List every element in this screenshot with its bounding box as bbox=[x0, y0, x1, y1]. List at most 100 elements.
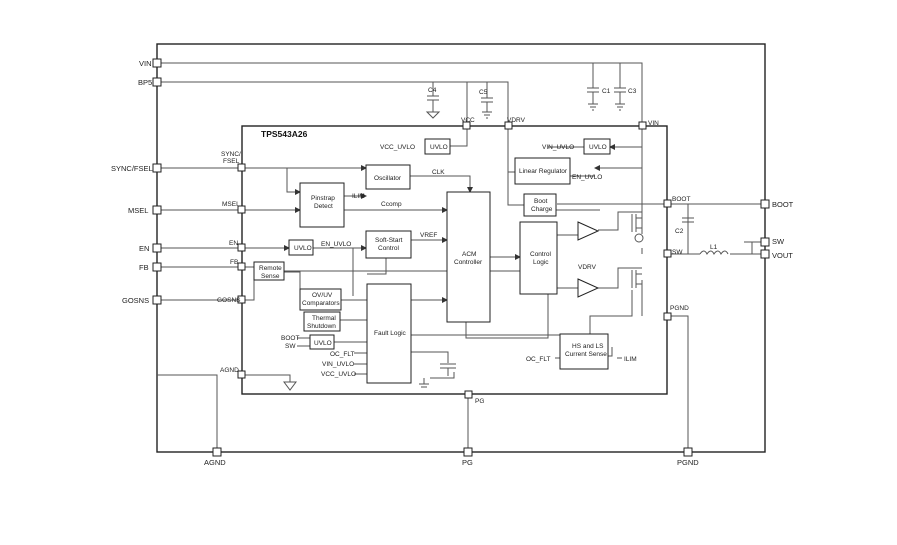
soft-start-label-1: Soft-Start bbox=[375, 237, 403, 244]
vdrv-signal: VDRV bbox=[578, 264, 597, 271]
c5-label: C5 bbox=[479, 89, 488, 96]
wires bbox=[157, 62, 765, 452]
control-logic-label-2: Logic bbox=[533, 259, 549, 266]
pin-sw: SW bbox=[772, 237, 785, 246]
soft-start-block bbox=[365, 230, 412, 259]
pinstrap-detect-block bbox=[299, 182, 345, 228]
boot-uvlo-block bbox=[309, 334, 335, 350]
ovuv-block bbox=[299, 288, 342, 311]
vin-uvlo-block bbox=[583, 138, 611, 155]
c1-label: C1 bbox=[602, 88, 611, 95]
pin-en: EN bbox=[139, 244, 149, 253]
pin-bp5: BP5 bbox=[138, 78, 152, 87]
inner-pin-agnd: AGND bbox=[220, 367, 239, 374]
high-side-mosfet bbox=[631, 214, 644, 243]
vin-uvlo-signal: VIN_UVLO bbox=[542, 144, 574, 151]
linear-regulator-label: Linear Regulator bbox=[519, 168, 568, 175]
chip-boundary bbox=[241, 125, 668, 395]
current-sense-label-2: Current Sense bbox=[565, 351, 607, 358]
low-side-mosfet bbox=[631, 270, 642, 288]
thermal-label-1: Thermal bbox=[312, 315, 336, 322]
inner-pin-sync: SYNC/ bbox=[221, 151, 241, 158]
vin-uvlo-block-label: UVLO bbox=[589, 144, 607, 151]
acm-label-2: Controller bbox=[454, 259, 483, 266]
fault-logic-label: Fault Logic bbox=[374, 330, 407, 337]
en-uvlo-block-label: UVLO bbox=[294, 245, 312, 252]
boot-charge-label-1: Boot bbox=[534, 198, 548, 205]
pin-vin: VIN bbox=[139, 59, 152, 68]
clk-signal: CLK bbox=[432, 169, 445, 176]
soft-start-label-2: Control bbox=[378, 245, 400, 252]
thermal-shutdown-block bbox=[303, 311, 341, 332]
linear-regulator-block bbox=[514, 157, 571, 185]
low-side-driver bbox=[577, 278, 600, 298]
acm-label-1: ACM bbox=[462, 251, 476, 258]
l1-label: L1 bbox=[710, 244, 718, 251]
remote-sense-label-1: Remote bbox=[259, 265, 282, 272]
chip-name: TPS543A26 bbox=[261, 129, 308, 139]
inner-pin-vin: VIN bbox=[648, 120, 659, 127]
boot-charge-block bbox=[523, 193, 557, 217]
oc-flt-signal-right: OC_FLT bbox=[526, 356, 550, 363]
passives bbox=[283, 87, 729, 391]
ilim-signal-right: ILIM bbox=[624, 356, 637, 363]
outer-pins bbox=[152, 58, 770, 457]
remote-sense-block bbox=[253, 261, 285, 281]
pin-sync-fsel: SYNC/FSEL bbox=[111, 164, 153, 173]
boot-charge-label-2: Charge bbox=[531, 206, 553, 213]
en-uvlo-signal-right: EN_UVLO bbox=[572, 174, 602, 181]
vref-signal: VREF bbox=[420, 232, 437, 239]
pin-boot: BOOT bbox=[772, 200, 794, 209]
pin-agnd: AGND bbox=[204, 458, 226, 467]
boot-uvlo-block-label: UVLO bbox=[314, 340, 332, 347]
control-logic-label-1: Control bbox=[530, 251, 552, 258]
en-uvlo-signal: EN_UVLO bbox=[321, 241, 351, 248]
oc-flt-signal-left: OC_FLT bbox=[330, 351, 354, 358]
vin-uvlo-signal-left: VIN_UVLO bbox=[322, 361, 354, 368]
sw-signal: SW bbox=[285, 343, 296, 350]
pin-gosns: GOSNS bbox=[122, 296, 149, 305]
pg-open-drain-fet bbox=[440, 363, 456, 376]
remote-sense-label-2: Sense bbox=[261, 273, 280, 280]
vcc-uvlo-signal: VCC_UVLO bbox=[380, 144, 415, 151]
ccomp-signal: Ccomp bbox=[381, 201, 402, 208]
ovuv-label-2: Comparators bbox=[302, 300, 340, 307]
control-logic-block bbox=[519, 221, 558, 295]
acm-controller-block bbox=[446, 191, 491, 323]
c3-label: C3 bbox=[628, 88, 637, 95]
inner-pin-vcc: VCC bbox=[461, 117, 475, 124]
pin-msel: MSEL bbox=[128, 206, 148, 215]
c2-label: C2 bbox=[675, 228, 684, 235]
inner-pins bbox=[237, 121, 672, 399]
oscillator-label: Oscillator bbox=[374, 175, 402, 182]
pin-pg: PG bbox=[462, 458, 473, 467]
inner-pin-en: EN bbox=[229, 240, 238, 247]
vcc-uvlo-block bbox=[424, 138, 451, 155]
boot-signal: BOOT bbox=[281, 335, 299, 342]
inner-pin-pgnd: PGND bbox=[670, 305, 689, 312]
inner-pin-pg: PG bbox=[475, 398, 484, 405]
inner-pin-gosns: GOSNS bbox=[217, 297, 241, 304]
inner-pin-vdrv: VDRV bbox=[507, 117, 526, 124]
vcc-uvlo-block-label: UVLO bbox=[430, 144, 448, 151]
inner-pin-msel: MSEL bbox=[222, 201, 240, 208]
pin-fb: FB bbox=[139, 263, 149, 272]
vcc-uvlo-signal-left: VCC_UVLO bbox=[321, 371, 356, 378]
inner-pin-sw: SW bbox=[672, 249, 683, 256]
oscillator-block bbox=[365, 164, 411, 190]
current-sense-block bbox=[559, 333, 609, 370]
thermal-label-2: Shutdown bbox=[307, 323, 336, 330]
inner-pin-fb: FB bbox=[230, 259, 238, 266]
ilim-signal: ILIM bbox=[352, 193, 365, 200]
en-uvlo-block bbox=[288, 239, 314, 256]
pinstrap-label-1: Pinstrap bbox=[311, 195, 335, 202]
pinstrap-label-2: Detect bbox=[314, 203, 333, 210]
high-side-driver bbox=[577, 221, 600, 241]
current-sense-label-1: HS and LS bbox=[572, 343, 604, 350]
inner-pin-fsel: FSEL bbox=[223, 158, 240, 165]
pin-pgnd: PGND bbox=[677, 458, 699, 467]
c4-label: C4 bbox=[428, 87, 437, 94]
inner-pin-boot: BOOT bbox=[672, 196, 690, 203]
fault-logic-block bbox=[366, 283, 412, 384]
